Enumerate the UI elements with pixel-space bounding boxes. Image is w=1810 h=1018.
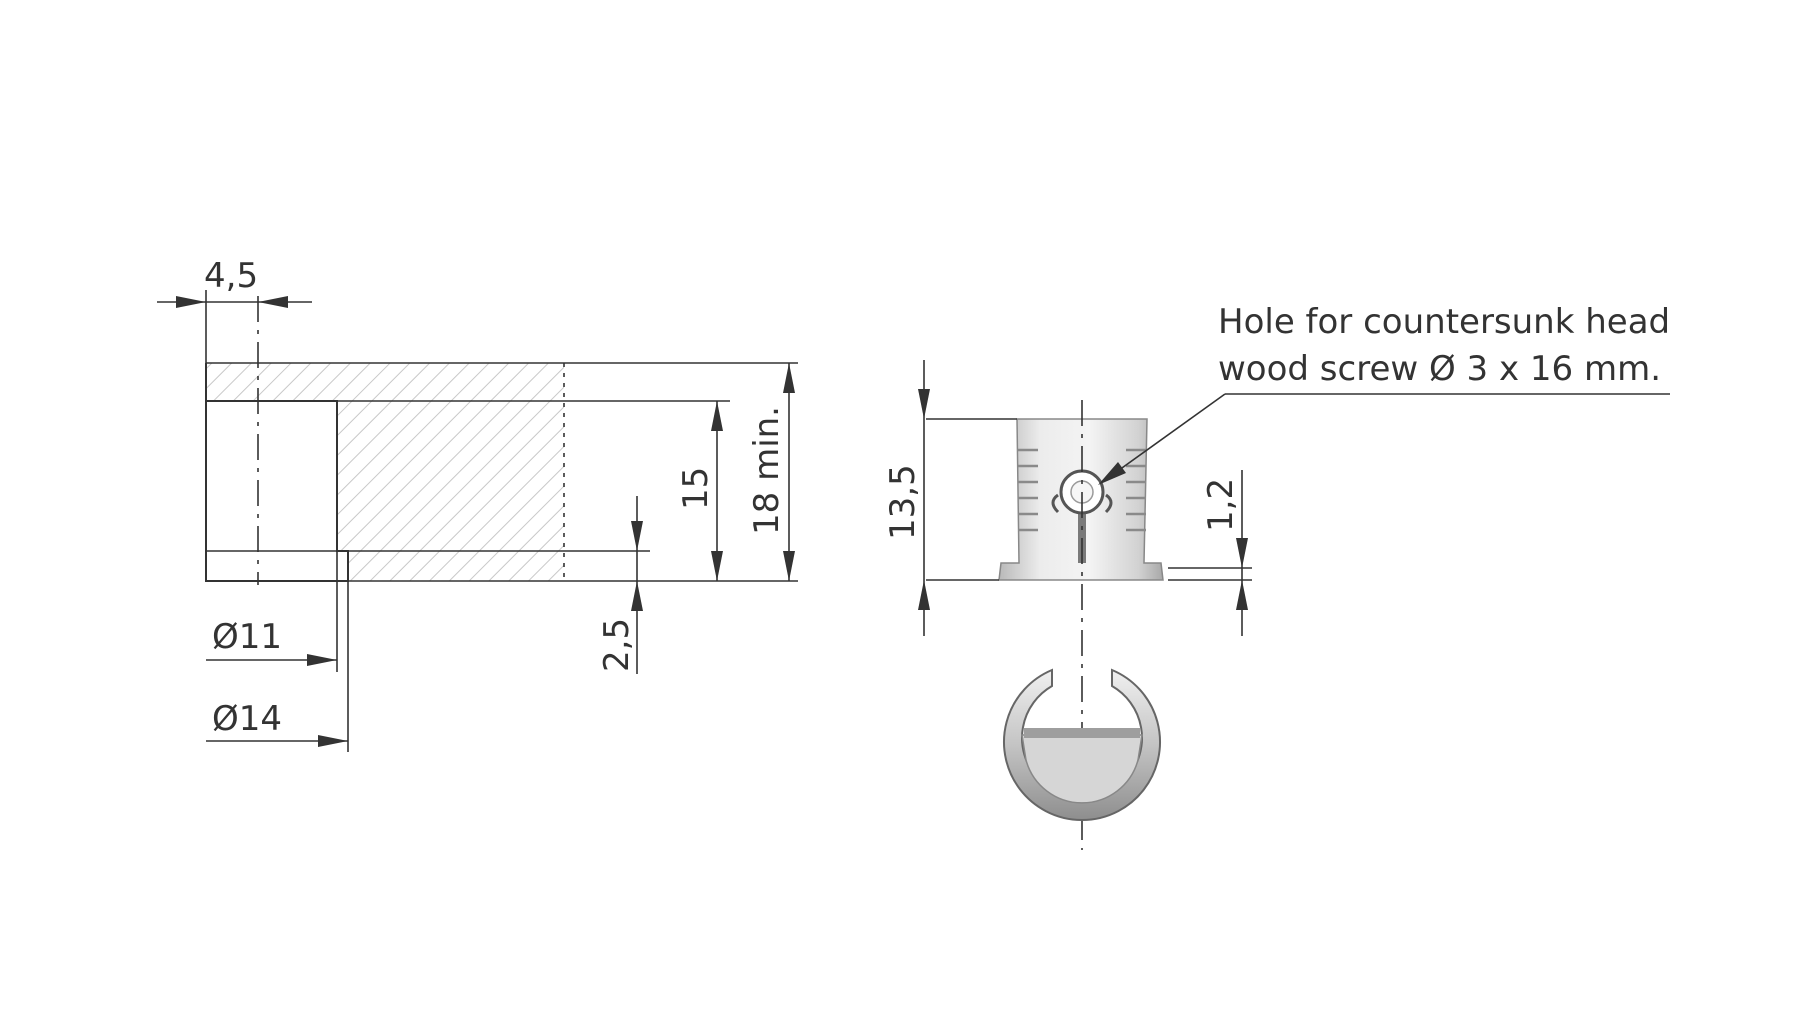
dim-14-arrow xyxy=(318,735,348,747)
fitting-ring-bar xyxy=(1024,728,1140,738)
dim-bore-depth: 15 xyxy=(676,467,716,510)
bore-section-view: 4,5 Ø11 Ø14 2,5 15 18 min. xyxy=(157,256,798,752)
note-leader xyxy=(1107,393,1226,479)
dim-25-arrow-top xyxy=(631,521,643,551)
dim-45-arrow-left xyxy=(176,296,206,308)
rotation-arrow-right xyxy=(1104,493,1113,514)
dim-bottom-thickness: 2,5 xyxy=(597,618,637,672)
board-hatch-body xyxy=(337,401,564,551)
board-hatch-top xyxy=(206,363,564,401)
fitting-ribs xyxy=(1018,448,1146,532)
dim-25-arrow-bottom xyxy=(631,581,643,611)
note-line-1: Hole for countersunk head xyxy=(1218,302,1670,342)
dim-12-arrow-bottom xyxy=(1236,580,1248,610)
dim-45-arrow-right xyxy=(258,296,288,308)
dim-18-arrow-top xyxy=(783,363,795,393)
dim-11-arrow xyxy=(307,654,337,666)
dim-135-arrow-top xyxy=(918,389,930,419)
dim-outer-diameter: Ø14 xyxy=(212,699,282,739)
rotation-arrow-left xyxy=(1051,493,1060,514)
fitting-slot xyxy=(1078,505,1086,563)
dim-15-arrow-bottom xyxy=(711,551,723,581)
board-hatch-bottom xyxy=(348,551,564,581)
dim-12-arrow-top xyxy=(1236,538,1248,568)
fitting-ring-core xyxy=(1021,734,1143,804)
fitting-view: 13,5 1,2 Hole for countersunk head wood … xyxy=(883,302,1670,850)
dim-15-arrow-top xyxy=(711,401,723,431)
note-leader-arrow xyxy=(1098,462,1126,485)
dim-135-arrow-bottom xyxy=(918,580,930,610)
dim-board-min: 18 min. xyxy=(747,406,787,535)
dim-fitting-height: 13,5 xyxy=(883,464,923,540)
note-line-2: wood screw Ø 3 x 16 mm. xyxy=(1218,349,1661,389)
dim-18-arrow-bottom xyxy=(783,551,795,581)
dim-flange-height: 1,2 xyxy=(1201,478,1241,532)
dim-inner-diameter: Ø11 xyxy=(212,617,282,657)
dim-pin-width: 4,5 xyxy=(204,256,258,296)
